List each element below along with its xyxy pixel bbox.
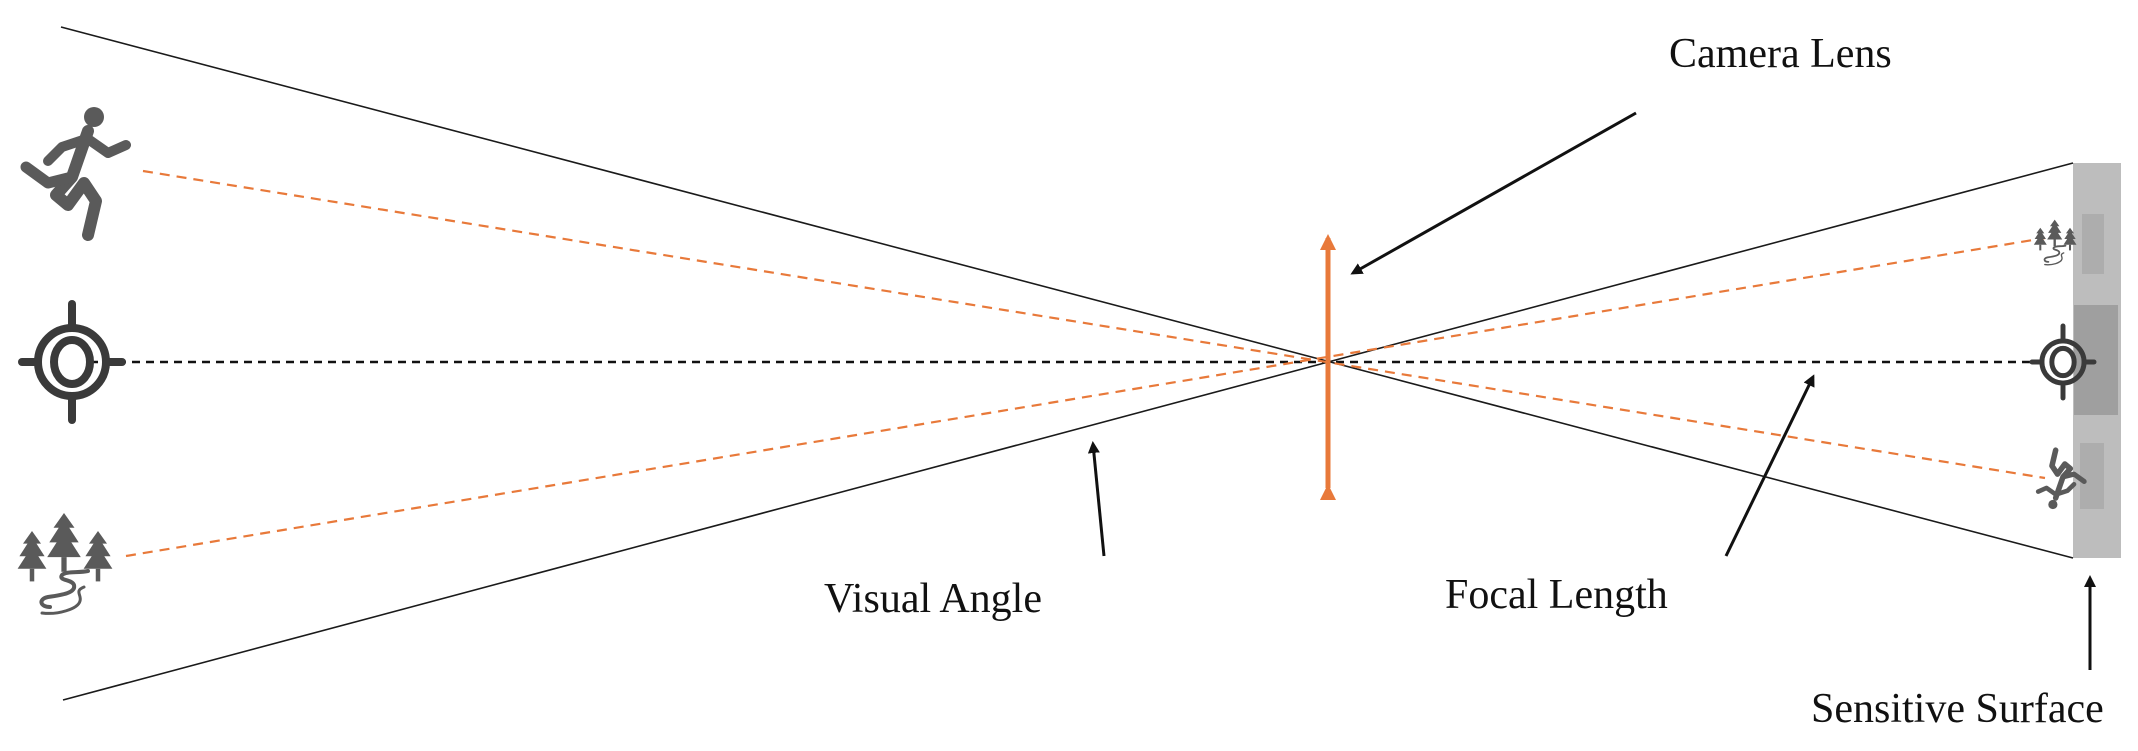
upper-boundary-ray (60, 26, 2074, 559)
lower-boundary-ray (62, 162, 2074, 701)
camera-lens-pointer-arrow (1350, 111, 1637, 275)
sensor-image-middle-patch (2074, 305, 2118, 415)
forest-icon (2034, 220, 2077, 265)
sensitive-surface-label: Sensitive Surface (1811, 686, 2104, 732)
bottom-object-ray (125, 236, 2046, 558)
top-object-ray (142, 169, 2046, 480)
focal-length-pointer-arrow (1724, 374, 1815, 557)
focal-length-label: Focal Length (1445, 572, 1668, 618)
visual-angle-label: Visual Angle (824, 576, 1042, 622)
running-person-icon (26, 107, 126, 235)
sensor-image-top-patch (2082, 214, 2104, 274)
visual-angle-pointer-arrow (1087, 441, 1106, 557)
sensor-image-bottom-patch (2080, 443, 2104, 509)
forest-icon (18, 513, 113, 613)
target-icon (22, 304, 122, 420)
camera-lens-label: Camera Lens (1669, 31, 1892, 77)
